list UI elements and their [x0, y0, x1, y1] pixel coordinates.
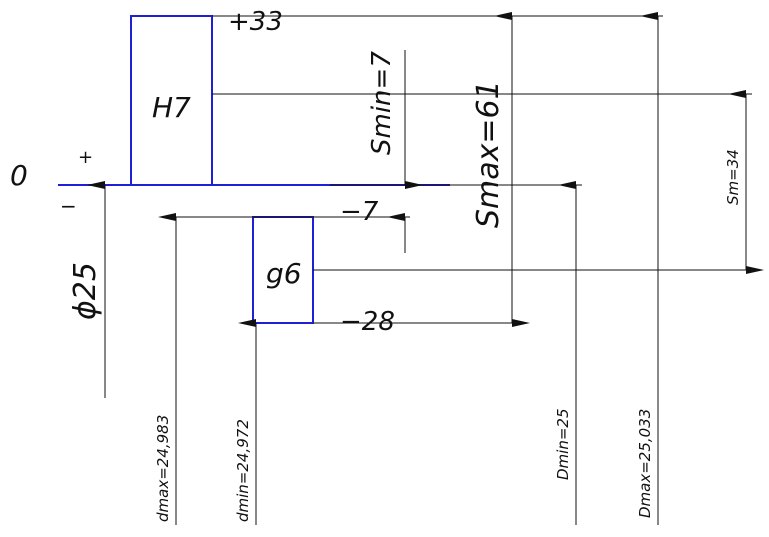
- smin-label: Smin=7: [367, 51, 397, 155]
- hole-dmin-label: Dmin=25: [554, 409, 572, 481]
- shaft-field-label: g6: [266, 257, 302, 290]
- zero-line-label: 0: [10, 159, 28, 192]
- hole-upper-deviation: +33: [228, 7, 283, 37]
- shaft-dmax-label: dmax=24,983: [154, 415, 172, 522]
- hole-field-label: H7: [152, 91, 191, 124]
- hole-dmax-label: Dmax=25,033: [636, 409, 654, 518]
- shaft-dmin-label: dmin=24,972: [234, 419, 252, 522]
- shaft-lower-deviation: −28: [340, 307, 395, 337]
- minus-sign: −: [60, 194, 77, 218]
- shaft-upper-deviation: −7: [340, 197, 379, 227]
- plus-sign: +: [78, 147, 93, 168]
- hole-tolerance-field: [130, 15, 213, 186]
- smax-label: Smax=61: [471, 80, 506, 228]
- nominal-diameter-label: ϕ25: [68, 262, 103, 320]
- sm-label: Sm=34: [724, 149, 742, 205]
